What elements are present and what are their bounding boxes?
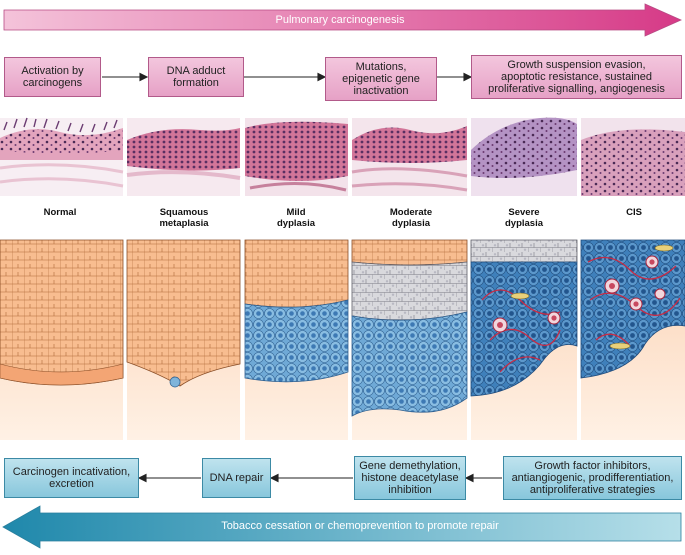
- step-growth-factor-inhibitors: Growth factor inhibitors, antiangiogenic…: [503, 456, 682, 500]
- step-dna-adduct-formation: DNA adduct formation: [148, 57, 244, 97]
- stage-label-severe-dyplasia: Severe dyplasia: [504, 207, 544, 229]
- histology-mild: [245, 118, 348, 196]
- step-growth-evasion: Growth suspension evasion, apoptotic res…: [471, 55, 682, 99]
- tissue-moderate: [351, 239, 468, 440]
- histology-cis: [581, 118, 685, 196]
- tissue-severe: [470, 239, 578, 440]
- stage-label-moderate-dyplasia: Moderate dyplasia: [389, 207, 433, 229]
- progression-arrows: [102, 72, 473, 82]
- histology-severe: [471, 117, 577, 196]
- step-activation-by-carcinogens: Activation by carcinogens: [4, 57, 101, 97]
- tissue-normal: [0, 239, 124, 440]
- bottom-banner-label: Tobacco cessation or chemoprevention to …: [221, 520, 499, 532]
- step-carcinogen-inactivation: Carcinogen incativation, excretion: [4, 458, 139, 498]
- top-banner-arrow: [3, 3, 682, 37]
- step-gene-demethylation: Gene demethylation, histone deacetylase …: [354, 456, 466, 500]
- histology-panels: [0, 117, 685, 196]
- histology-moderate: [351, 118, 468, 196]
- histology-metaplasia: [126, 118, 241, 196]
- repair-arrows: [137, 473, 502, 483]
- bottom-banner-arrow: [2, 505, 682, 549]
- stage-label-cis: CIS: [626, 207, 642, 218]
- stage-label-mild-dyplasia: Mild dyplasia: [276, 207, 316, 229]
- tissue-mild: [244, 239, 349, 440]
- stage-label-normal: Normal: [43, 207, 77, 218]
- step-mutations-epigenetic: Mutations, epigenetic gene inactivation: [325, 57, 437, 101]
- step-dna-repair: DNA repair: [202, 458, 271, 498]
- tissue-cis: [580, 239, 685, 440]
- tissue-schematics: [0, 239, 685, 440]
- top-banner-label: Pulmonary carcinogenesis: [275, 14, 405, 26]
- histology-normal: [0, 117, 124, 196]
- stage-label-squamous-metaplasia: Squamous metaplasia: [159, 207, 209, 229]
- tissue-metaplasia: [126, 239, 241, 440]
